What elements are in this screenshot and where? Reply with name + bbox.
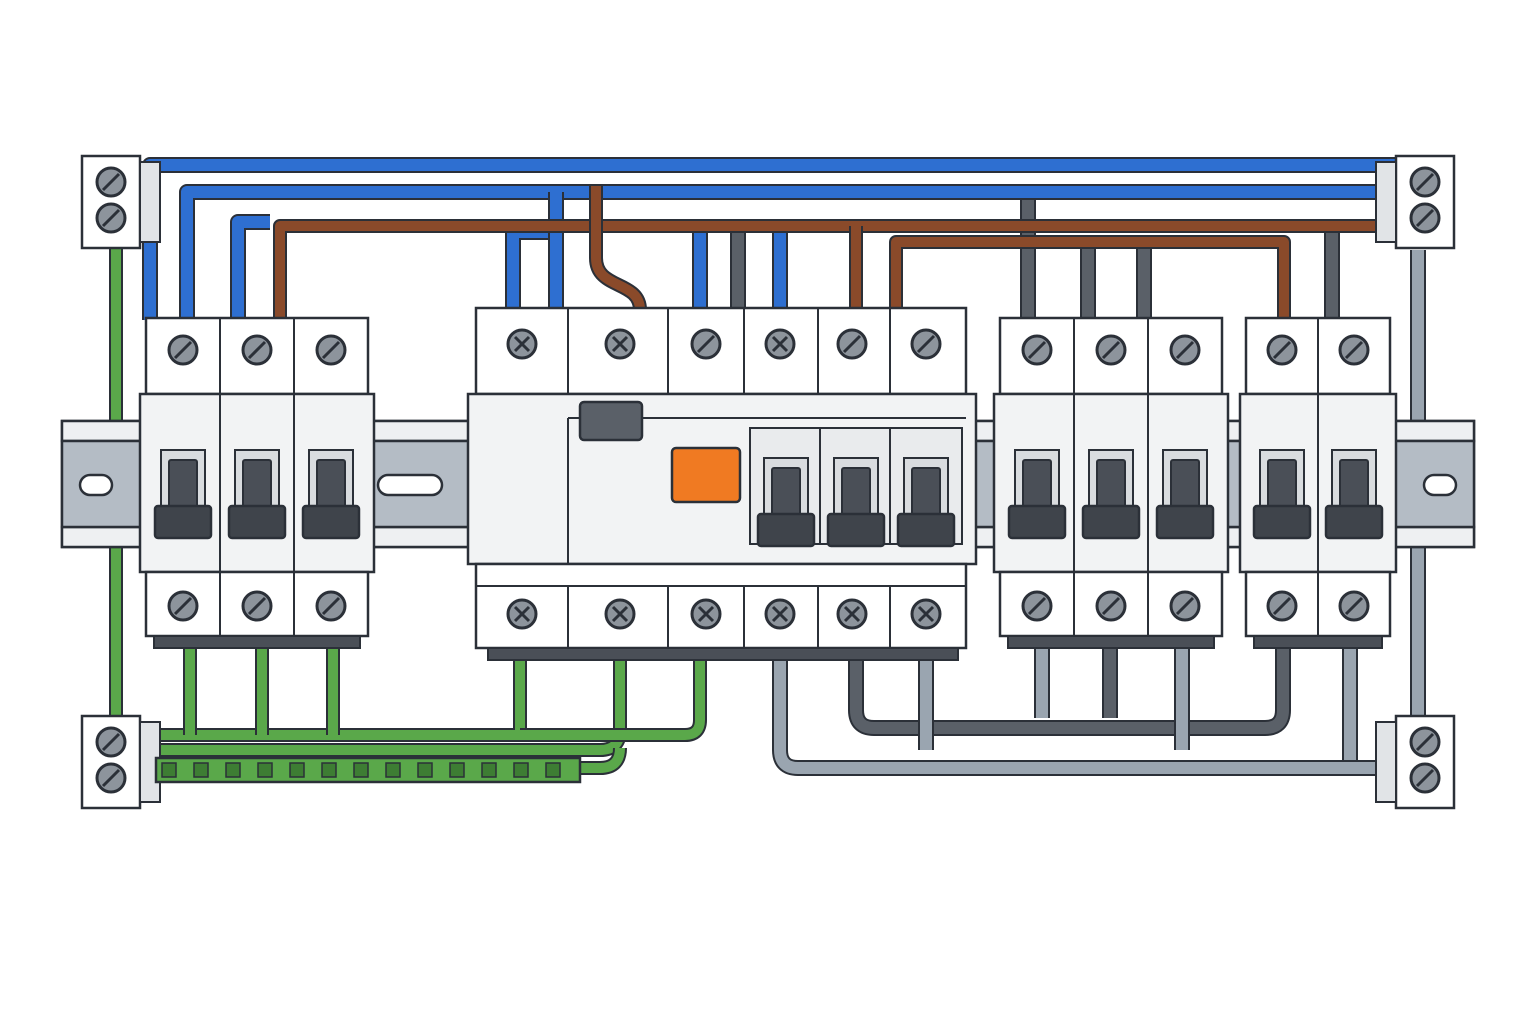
screw-slotted-icon <box>690 328 722 360</box>
screw-cross-icon <box>604 328 636 360</box>
mcb-group-3-base <box>1253 635 1383 649</box>
screw-slotted-icon <box>241 334 273 366</box>
screw-slotted-icon <box>836 328 868 360</box>
mcb-group-2 <box>992 316 1230 649</box>
screw-slotted-icon <box>1169 590 1201 622</box>
load-dark-main <box>850 640 1289 734</box>
screw-slotted-icon <box>1409 166 1441 198</box>
toggle-lever-icon <box>1324 449 1384 540</box>
live-main-wire <box>275 221 1400 320</box>
neutral-wire-2-outline <box>179 184 1400 320</box>
terminal-top-right-side <box>1375 161 1397 243</box>
terminal-top-left <box>80 154 161 250</box>
screw-slotted-icon <box>95 726 127 758</box>
screw-slotted-icon <box>1409 202 1441 234</box>
neutral-wire-2 <box>181 186 1400 320</box>
toggle-lever-icon <box>153 449 213 540</box>
earth-wire-4-outline <box>520 650 707 742</box>
terminal-bottom-left <box>80 714 161 810</box>
screw-cross-icon <box>836 598 868 630</box>
earth-bar-hole <box>257 762 273 778</box>
screw-slotted-icon <box>315 334 347 366</box>
screw-slotted-icon <box>1021 590 1053 622</box>
rcd-main <box>466 306 978 661</box>
screw-slotted-icon <box>95 166 127 198</box>
screw-cross-icon <box>506 598 538 630</box>
earth-bar-hole <box>545 762 561 778</box>
screw-cross-icon <box>506 328 538 360</box>
screw-slotted-icon <box>1095 590 1127 622</box>
screw-slotted-icon <box>1095 334 1127 366</box>
screw-slotted-icon <box>1266 590 1298 622</box>
mcb-group-3 <box>1238 316 1398 649</box>
rcd-top-terminals <box>474 306 968 396</box>
earth-bar-hole <box>449 762 465 778</box>
earth-bar-hole <box>385 762 401 778</box>
screw-slotted-icon <box>910 328 942 360</box>
load-light-main-outline <box>772 650 1400 776</box>
screw-slotted-icon <box>315 590 347 622</box>
terminal-blocks <box>80 154 1456 810</box>
rcd-base <box>487 647 959 661</box>
screw-cross-icon <box>910 598 942 630</box>
terminal-top-right <box>1375 154 1456 250</box>
earth-busbar <box>154 756 582 784</box>
neutral-wire-3 <box>232 216 270 320</box>
terminal-top-left-side <box>139 161 161 243</box>
earth-bar-hole <box>417 762 433 778</box>
earth-wire-4 <box>520 650 705 740</box>
toggle-lever-icon <box>1007 449 1067 540</box>
screw-slotted-icon <box>167 590 199 622</box>
toggle-lever-icon <box>301 449 361 540</box>
earth-bar-hole <box>193 762 209 778</box>
earth-bar-hole <box>481 762 497 778</box>
screw-slotted-icon <box>1169 334 1201 366</box>
breaker-modules <box>138 306 1398 661</box>
earth-bar-hole <box>353 762 369 778</box>
rail-slot-left <box>78 473 114 497</box>
toggle-lever-icon <box>826 457 886 548</box>
earth-bar-hole <box>321 762 337 778</box>
screw-slotted-icon <box>1409 726 1441 758</box>
screw-slotted-icon <box>167 334 199 366</box>
screw-slotted-icon <box>1409 762 1441 794</box>
screw-slotted-icon <box>1266 334 1298 366</box>
toggle-lever-icon <box>1081 449 1141 540</box>
mcb-group-1-base <box>153 635 361 649</box>
terminal-bottom-right <box>1375 714 1456 810</box>
rail-slot-mid <box>376 473 444 497</box>
screw-slotted-icon <box>1021 334 1053 366</box>
screw-slotted-icon <box>95 202 127 234</box>
earth-bar-hole <box>161 762 177 778</box>
rail-slot-right <box>1422 473 1458 497</box>
screw-slotted-icon <box>1338 590 1370 622</box>
screw-cross-icon <box>604 598 636 630</box>
screw-slotted-icon <box>241 590 273 622</box>
toggle-lever-icon <box>1155 449 1215 540</box>
screw-slotted-icon <box>1338 334 1370 366</box>
live-drop-2 <box>891 237 1289 320</box>
toggle-lever-icon <box>1252 449 1312 540</box>
mcb-group-2-base <box>1007 635 1215 649</box>
toggle-lever-icon <box>227 449 287 540</box>
test-button-icon <box>670 446 742 504</box>
toggle-lever-icon <box>756 457 816 548</box>
screw-cross-icon <box>764 598 796 630</box>
rcd-bottom-terminals <box>474 562 968 650</box>
toggle-lever-icon <box>896 457 956 548</box>
supply-wiring <box>142 157 1400 320</box>
screw-cross-icon <box>690 598 722 630</box>
earth-wire-3 <box>580 747 625 773</box>
terminal-bottom-right-side <box>1375 721 1397 803</box>
live-feed-curve <box>591 186 645 311</box>
earth-bar-hole <box>513 762 529 778</box>
screw-cross-icon <box>764 328 796 360</box>
earth-bar-hole <box>289 762 305 778</box>
mcb-group-1 <box>138 316 376 649</box>
load-light-main <box>774 650 1400 774</box>
screw-slotted-icon <box>95 762 127 794</box>
earth-bar-hole <box>225 762 241 778</box>
indicator-window <box>578 400 644 442</box>
